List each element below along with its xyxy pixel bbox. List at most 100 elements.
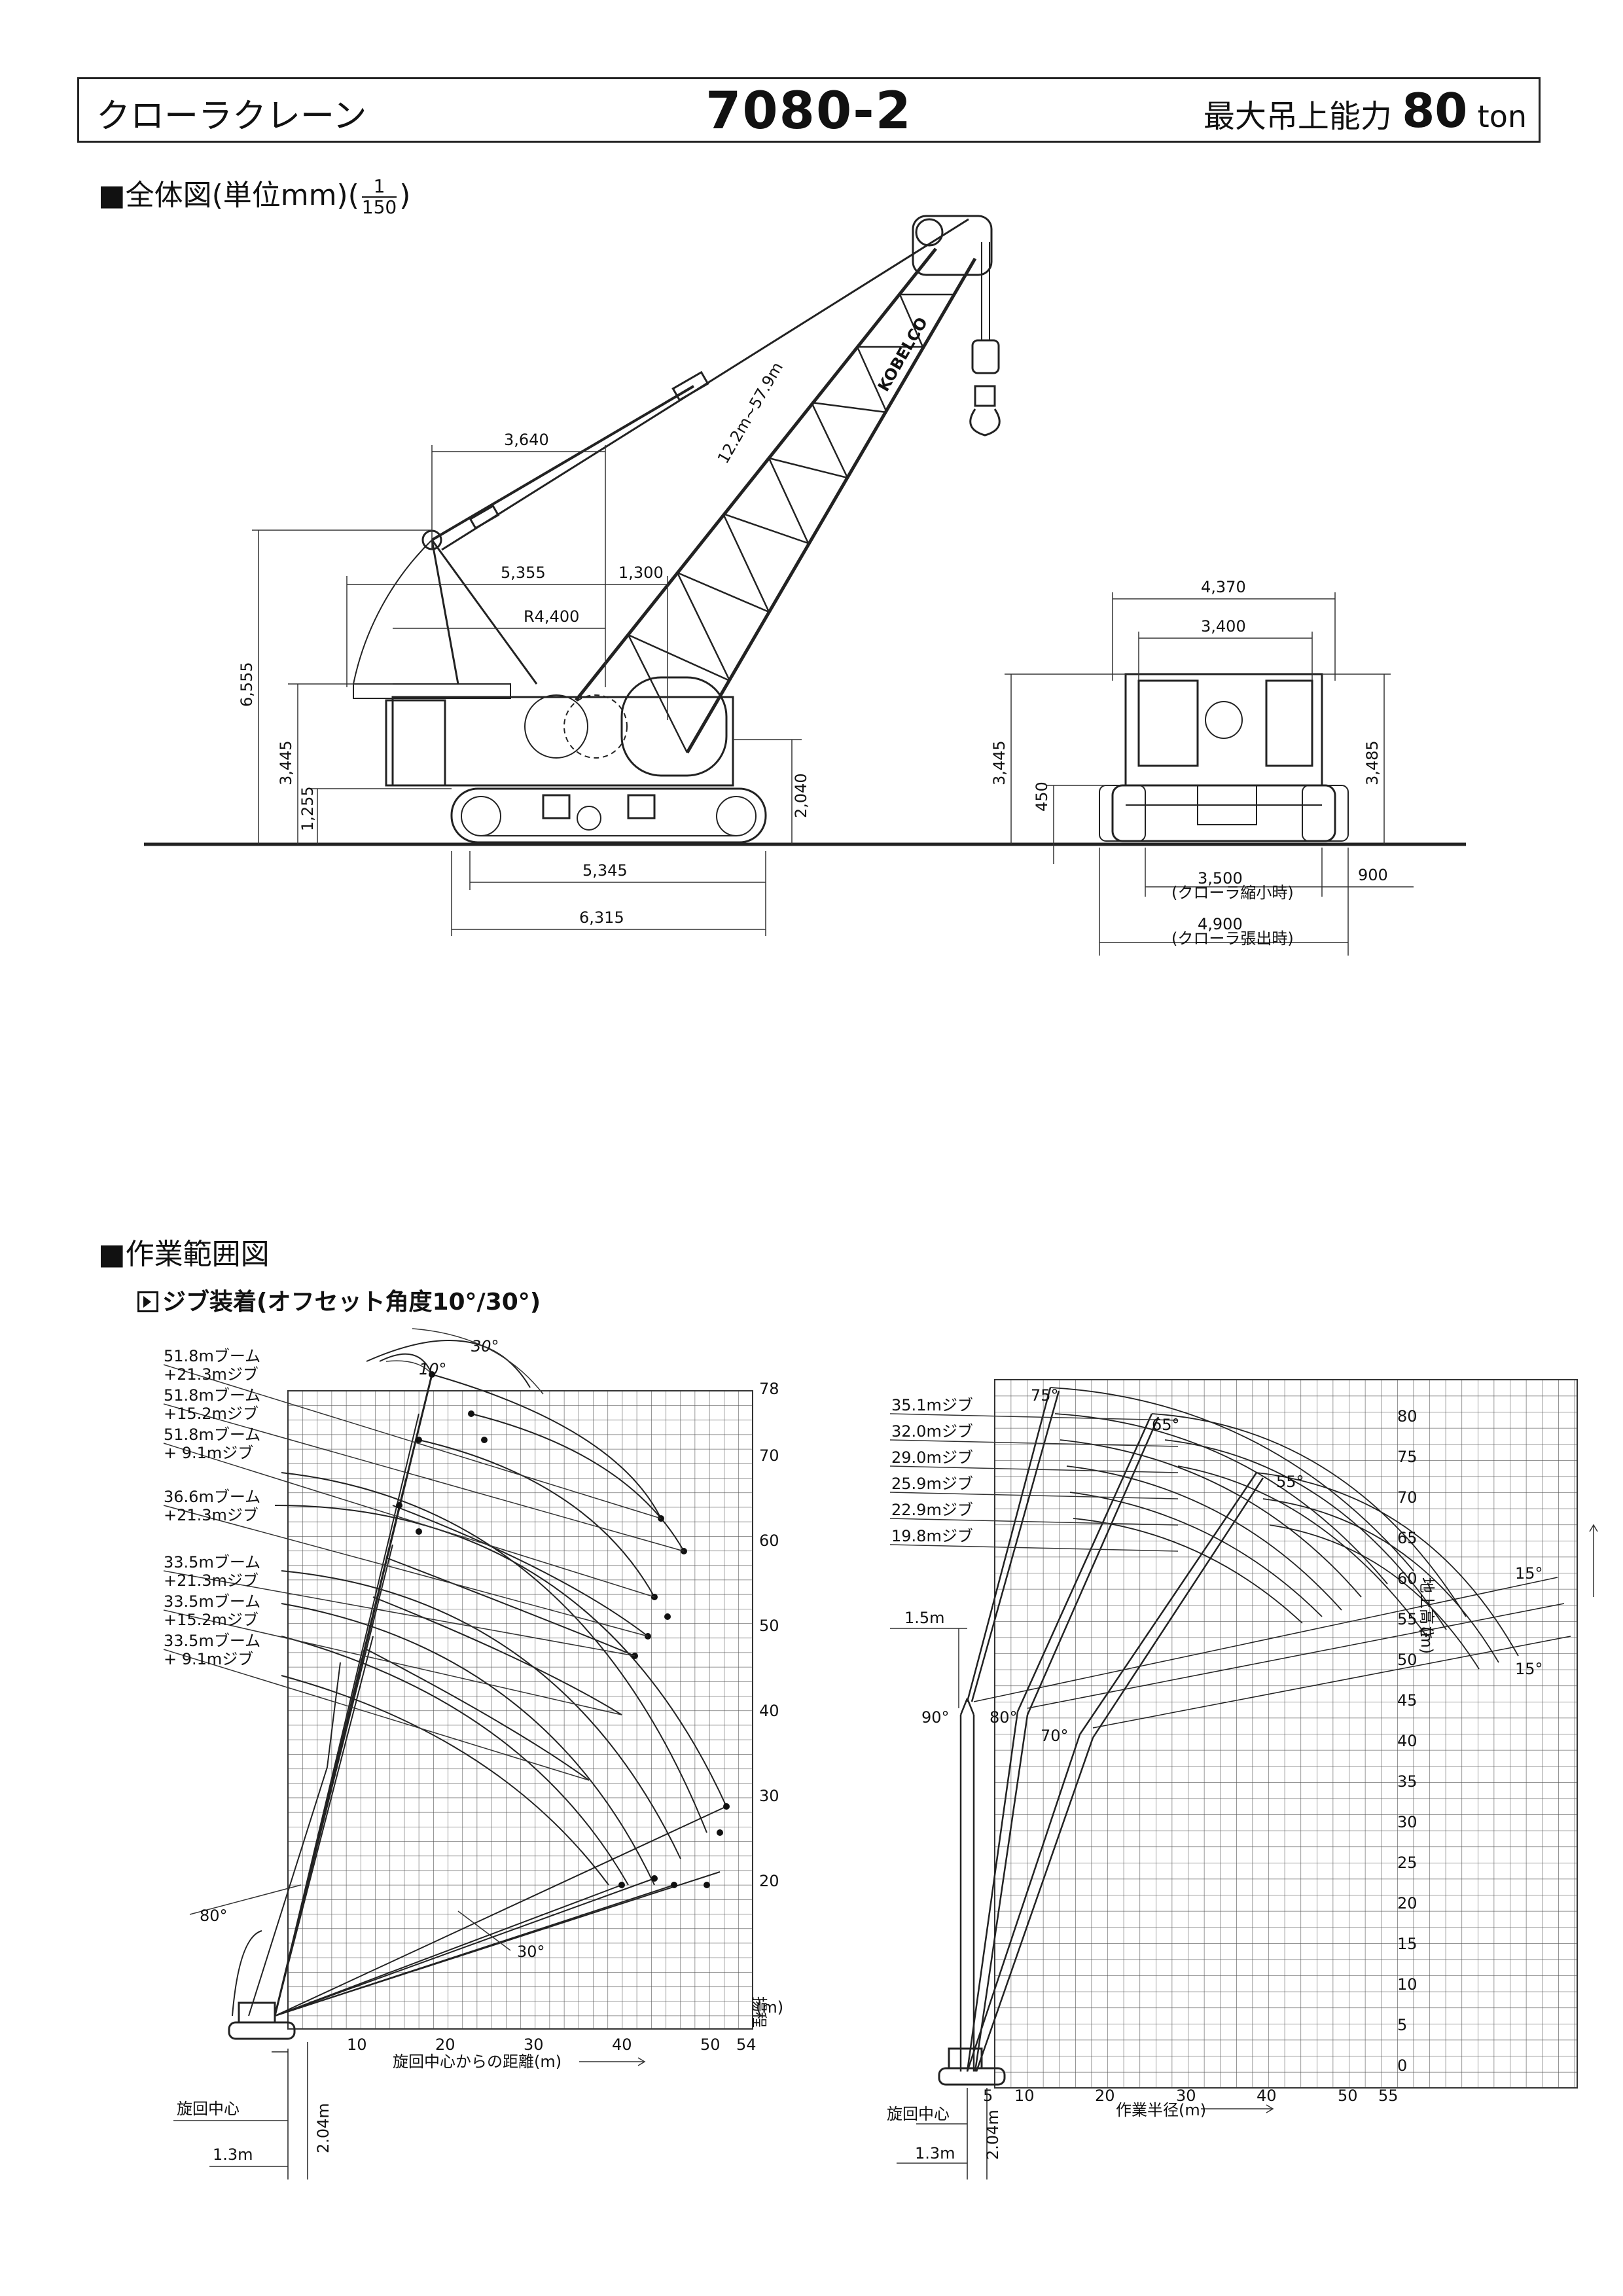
ry-tick-25: 25	[1397, 1854, 1418, 1872]
jib-angle-15-lower: 15°	[1515, 1660, 1543, 1678]
ly-tick-60: 60	[759, 1532, 779, 1550]
left-crane-base	[228, 2001, 308, 2179]
left-y-axis-unit: (m)	[756, 1998, 783, 2017]
ry-tick-20: 20	[1397, 1894, 1418, 1912]
max-capacity: 最大吊上能力 80 ton	[1204, 83, 1527, 138]
ry-tick-35: 35	[1397, 1772, 1418, 1791]
boom-angle-30: 30°	[517, 1943, 545, 1961]
right-x-axis-label: 作業半径(m)	[1116, 2101, 1206, 2119]
rx-tick-40: 40	[1257, 2087, 1277, 2105]
left-range-curves	[232, 1340, 727, 2017]
ry-tick-10: 10	[1397, 1975, 1418, 1994]
overall-drawing: 3,640 5,355 1,300 R4,400 6,555 3,445 1,2…	[144, 215, 1466, 956]
dim-3500: 3,500	[1198, 869, 1243, 888]
machine-type: クローラクレーン	[96, 97, 367, 136]
side-upper-body	[391, 696, 734, 787]
work-range-subtitle-text: ジブ装着(オフセット角度10°/30°)	[162, 1289, 541, 1316]
capacity-unit: ton	[1477, 99, 1527, 134]
dim-900: 900	[1358, 866, 1388, 884]
dim-3445: 3,445	[277, 740, 295, 785]
config-label-1a: 51.8mブーム	[164, 1347, 260, 1365]
lx-tick-40: 40	[612, 2036, 632, 2054]
right-center-label: 旋回中心	[887, 2105, 950, 2123]
ry-tick-0: 0	[1397, 2056, 1407, 2075]
jib-label-25-9: 25.9mジブ	[891, 1475, 973, 1493]
config-label-3b: + 9.1mジブ	[164, 1444, 253, 1462]
ry-tick-50: 50	[1397, 1651, 1418, 1669]
dim-crawler-retracted: (クローラ縮小時)	[1171, 884, 1294, 902]
lx-tick-20: 20	[435, 2036, 455, 2054]
ly-tick-70: 70	[759, 1446, 779, 1465]
dim-3485: 3,485	[1363, 740, 1382, 785]
config-label-2b: +15.2mジブ	[164, 1405, 259, 1423]
dim-crawler-extended: (クローラ張出時)	[1171, 929, 1294, 948]
ry-tick-60: 60	[1397, 1570, 1418, 1588]
jib-angle-55: 55°	[1276, 1473, 1304, 1491]
scale-numerator: 1	[361, 177, 397, 198]
jib-angle-65: 65°	[1152, 1416, 1180, 1434]
overall-title-text: ■全体図(単位mm)(	[98, 179, 359, 212]
offset-angle-10: 10°	[419, 1360, 447, 1378]
ry-tick-30: 30	[1397, 1813, 1418, 1831]
config-label-4a: 36.6mブーム	[164, 1488, 260, 1506]
right-offset-label: 1.3m	[915, 2144, 955, 2162]
left-offset-label: 1.3m	[213, 2145, 253, 2164]
jib-label-22-9: 22.9mジブ	[891, 1501, 973, 1519]
rx-tick-10: 10	[1014, 2087, 1035, 2105]
rx-tick-55: 55	[1378, 2087, 1399, 2105]
dim-6555: 6,555	[238, 662, 256, 707]
jib-angle-75: 75°	[1031, 1386, 1059, 1405]
left-x-axis-label: 旋回中心からの距離(m)	[393, 2053, 562, 2071]
right-grid	[994, 1379, 1578, 2089]
config-label-3a: 51.8mブーム	[164, 1426, 260, 1444]
rx-tick-20: 20	[1095, 2087, 1115, 2105]
dim-r4400: R4,400	[524, 607, 579, 626]
dim-4370: 4,370	[1201, 578, 1246, 596]
config-label-1b: +21.3mジブ	[164, 1365, 259, 1384]
ly-tick-30: 30	[759, 1787, 779, 1805]
ly-tick-40: 40	[759, 1702, 779, 1720]
config-label-5a: 33.5mブーム	[164, 1553, 260, 1571]
right-y-axis-unit: (m)	[1418, 1626, 1436, 1654]
top-offset-label: 1.5m	[904, 1609, 945, 1627]
boom-angle-70: 70°	[1041, 1727, 1069, 1745]
ry-tick-15: 15	[1397, 1935, 1418, 1953]
left-range-chart: 51.8mブーム +21.3mジブ 51.8mブーム +15.2mジブ 51.8…	[163, 1328, 783, 2179]
dim-2040: 2,040	[792, 773, 810, 818]
model-number: 7080-2	[705, 82, 912, 141]
boom-angle-80-right: 80°	[990, 1708, 1018, 1727]
jib-label-35-1: 35.1mジブ	[891, 1396, 973, 1414]
rx-tick-50: 50	[1338, 2087, 1358, 2105]
ry-tick-55: 55	[1397, 1610, 1418, 1628]
work-range-subtitle: ジブ装着(オフセット角度10°/30°)	[137, 1283, 541, 1317]
dim-front-3445: 3,445	[990, 740, 1008, 785]
dim-6315: 6,315	[579, 908, 624, 927]
jib-label-19-8: 19.8mジブ	[891, 1527, 973, 1545]
offset-angle-30: 30°	[471, 1337, 499, 1355]
dim-3640: 3,640	[504, 431, 549, 449]
dim-450: 450	[1033, 781, 1051, 812]
ry-tick-65: 65	[1397, 1529, 1418, 1547]
dim-3400: 3,400	[1201, 617, 1246, 636]
rx-tick-30: 30	[1176, 2087, 1196, 2105]
right-crane-base	[938, 2047, 1006, 2179]
config-label-6b: +15.2mジブ	[164, 1611, 259, 1629]
ry-tick-40: 40	[1397, 1732, 1418, 1750]
ry-tick-70: 70	[1397, 1488, 1418, 1507]
play-box-icon	[137, 1291, 158, 1312]
left-center-label: 旋回中心	[177, 2100, 240, 2118]
lx-tick-54: 54	[736, 2036, 757, 2054]
ry-tick-5: 5	[1397, 2016, 1407, 2034]
config-label-7b: + 9.1mジブ	[164, 1650, 253, 1668]
lattice-boom	[575, 215, 993, 754]
right-range-curves	[1050, 1387, 1519, 1670]
capacity-value: 80	[1402, 83, 1468, 138]
boom-angle-80: 80°	[200, 1907, 228, 1925]
dim-5355: 5,355	[501, 564, 546, 582]
left-y-axis-label: 揚程	[750, 1996, 768, 2028]
config-label-7a: 33.5mブーム	[164, 1632, 260, 1650]
right-y-axis-label: 地上高さ	[1418, 1577, 1436, 1640]
header-frame: クローラクレーン 7080-2 最大吊上能力 80 ton	[77, 77, 1541, 143]
dim-1300: 1,300	[618, 564, 664, 582]
